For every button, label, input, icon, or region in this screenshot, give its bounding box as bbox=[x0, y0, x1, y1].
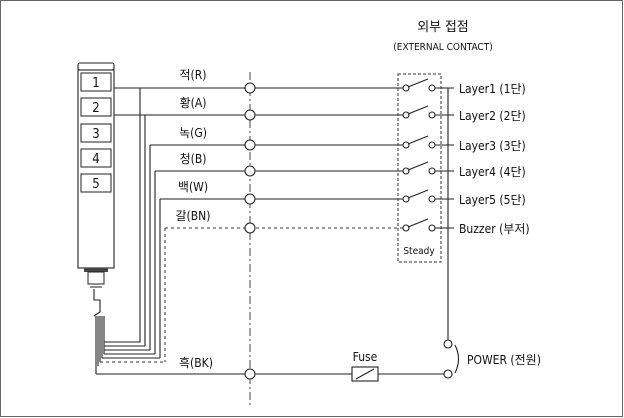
signal-tower: 1 2 3 4 5 bbox=[77, 62, 115, 317]
tower-cap bbox=[77, 62, 115, 71]
external-contact-title: 외부 접점 bbox=[417, 20, 469, 35]
tower-tier-3 bbox=[80, 123, 112, 143]
power-circuit bbox=[255, 339, 460, 382]
terminal-amber bbox=[244, 109, 256, 121]
steady-label: Steady bbox=[403, 246, 435, 257]
wire-label-white: 백(W) bbox=[178, 180, 208, 194]
switch-buzzer bbox=[402, 218, 454, 232]
power-terminal-bottom bbox=[443, 369, 453, 379]
switch-feed-lines bbox=[250, 87, 404, 229]
tower-tier-1 bbox=[80, 72, 112, 92]
wire-label-green: 녹(G) bbox=[179, 126, 207, 140]
tier-label-2: 2 bbox=[92, 101, 99, 116]
switch-5 bbox=[402, 189, 454, 203]
wire-label-brown: 갈(BN) bbox=[176, 209, 211, 223]
terminal-green bbox=[244, 139, 256, 151]
tier-label-4: 4 bbox=[92, 152, 99, 167]
layer-label-1: Layer1 (1단) bbox=[459, 82, 526, 96]
tower-base-ring bbox=[84, 268, 108, 272]
fuse-label: Fuse bbox=[353, 350, 378, 364]
wire-label-black: 흑(BK) bbox=[179, 356, 213, 370]
terminal-brown bbox=[244, 222, 256, 234]
power-label: POWER (전원) bbox=[467, 353, 541, 367]
tower-tier-2 bbox=[80, 97, 112, 117]
wire-bundle bbox=[95, 87, 250, 375]
cable-entry bbox=[90, 286, 102, 317]
power-bracket bbox=[454, 344, 460, 374]
tier-label-1: 1 bbox=[92, 76, 99, 91]
terminal-blue bbox=[244, 165, 256, 177]
tower-mount bbox=[87, 271, 105, 285]
switch-3 bbox=[402, 135, 454, 149]
wire-label-red: 적(R) bbox=[180, 68, 207, 82]
layer-label-5: Layer5 (5단) bbox=[459, 193, 526, 207]
external-contact-subtitle: (EXTERNAL CONTACT) bbox=[393, 42, 492, 53]
switch-4 bbox=[402, 161, 454, 175]
power-terminal-top bbox=[443, 339, 453, 349]
layer-label-3: Layer3 (3단) bbox=[459, 139, 526, 153]
terminal-red bbox=[244, 82, 256, 94]
layer-label-4: Layer4 (4단) bbox=[459, 165, 526, 179]
tower-tier-4 bbox=[80, 148, 112, 168]
switch-1 bbox=[402, 78, 454, 92]
tower-tier-5 bbox=[80, 173, 112, 193]
wire-label-blue: 청(B) bbox=[180, 152, 207, 166]
layer-label-buzzer: Buzzer (부저) bbox=[459, 222, 530, 236]
tier-label-5: 5 bbox=[92, 177, 99, 192]
tier-label-3: 3 bbox=[92, 127, 99, 142]
layer-label-2: Layer2 (2단) bbox=[459, 109, 526, 123]
terminal-white bbox=[244, 193, 256, 205]
wire-label-amber: 황(A) bbox=[180, 96, 207, 110]
terminal-black bbox=[244, 368, 256, 380]
switch-2 bbox=[402, 105, 454, 119]
external-contact-box bbox=[397, 73, 442, 263]
